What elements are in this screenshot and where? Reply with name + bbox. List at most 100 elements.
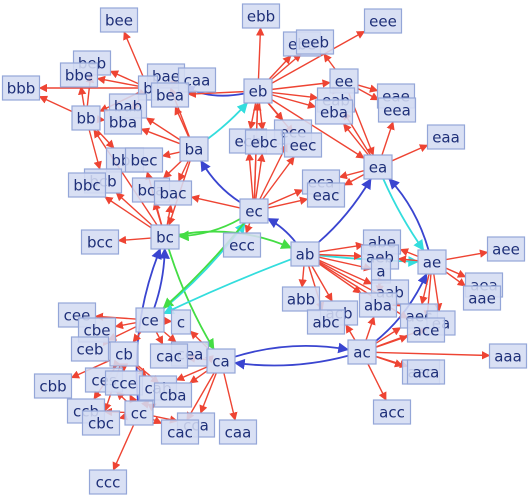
node-aae[interactable]: aae bbox=[462, 285, 502, 311]
node-ccc[interactable]: ccc bbox=[88, 469, 128, 495]
node-aca[interactable]: aca bbox=[406, 359, 446, 385]
edge-ab-to-abb bbox=[298, 265, 307, 288]
node-box bbox=[377, 97, 417, 123]
node-label: aae bbox=[468, 290, 496, 308]
node-bbb[interactable]: bbb bbox=[1, 75, 41, 101]
node-eba[interactable]: eba bbox=[314, 99, 354, 125]
edge-ce-to-cac bbox=[155, 331, 164, 345]
node-ec[interactable]: ec bbox=[239, 198, 269, 224]
node-eeb[interactable]: eeb bbox=[295, 29, 335, 55]
node-ace[interactable]: ace bbox=[406, 317, 446, 343]
node-cac[interactable]: cac bbox=[149, 343, 189, 369]
node-label: eea bbox=[383, 102, 411, 120]
node-bee[interactable]: bee bbox=[99, 7, 139, 33]
node-label: aee bbox=[492, 241, 520, 259]
node-cbc[interactable]: cbc bbox=[81, 410, 121, 436]
node-aee[interactable]: aee bbox=[486, 236, 526, 262]
node-label: cbc bbox=[88, 415, 114, 433]
edge-ae-to-aea bbox=[445, 267, 467, 278]
node-box bbox=[170, 309, 192, 335]
node-label: ecc bbox=[229, 237, 255, 255]
edge-bc-to-bbce bbox=[104, 196, 152, 229]
node-label: ee bbox=[335, 73, 353, 91]
edge-b-to-beb bbox=[109, 70, 139, 85]
node-box bbox=[103, 109, 143, 135]
node-ecc[interactable]: ecc bbox=[222, 232, 262, 258]
node-ca[interactable]: ca bbox=[206, 348, 236, 374]
node-eb[interactable]: eb bbox=[243, 78, 273, 104]
node-bb[interactable]: bb bbox=[71, 105, 101, 131]
node-abc[interactable]: abc bbox=[306, 309, 346, 335]
node-box bbox=[486, 236, 526, 262]
node-cb[interactable]: cb bbox=[109, 341, 139, 367]
edge-eb-to-ee bbox=[271, 79, 331, 91]
node-box bbox=[363, 154, 393, 180]
edge-ec-to-eca bbox=[267, 189, 304, 206]
edge-eb-to-ea bbox=[271, 99, 365, 159]
node-ba[interactable]: ba bbox=[179, 136, 209, 162]
node-bbe[interactable]: bbe bbox=[59, 62, 99, 88]
node-box bbox=[222, 232, 262, 258]
node-ebc[interactable]: ebc bbox=[244, 129, 284, 155]
node-ce[interactable]: ce bbox=[135, 307, 165, 333]
edge-ac-to-acb bbox=[345, 324, 356, 341]
node-ab[interactable]: ab bbox=[290, 241, 320, 267]
edge-ac-to-aba bbox=[365, 316, 376, 341]
node-cba[interactable]: cba bbox=[153, 382, 193, 408]
node-bea[interactable]: bea bbox=[150, 82, 190, 108]
node-eee[interactable]: eee bbox=[363, 8, 403, 34]
node-box bbox=[358, 292, 398, 318]
node-bc[interactable]: bc bbox=[150, 224, 180, 250]
node-bba[interactable]: bba bbox=[103, 109, 143, 135]
edge-ce-to-cb bbox=[132, 331, 142, 343]
edge-ba-to-bca bbox=[162, 160, 182, 179]
node-label: b bbox=[143, 80, 153, 98]
node-eac[interactable]: eac bbox=[306, 182, 346, 208]
node-ebb[interactable]: ebb bbox=[241, 3, 281, 29]
node-label: bea bbox=[156, 87, 184, 105]
node-box bbox=[124, 400, 154, 426]
node-cac2[interactable]: cac bbox=[160, 419, 200, 445]
node-box bbox=[488, 343, 528, 369]
node-label: cbb bbox=[39, 378, 66, 396]
edge-ae-to-aec bbox=[419, 273, 430, 305]
node-bac[interactable]: bac bbox=[153, 180, 193, 206]
node-cbb[interactable]: cbb bbox=[33, 373, 73, 399]
node-a[interactable]: a bbox=[370, 258, 392, 284]
node-ea[interactable]: ea bbox=[363, 154, 393, 180]
node-aaa[interactable]: aaa bbox=[488, 343, 528, 369]
node-acc[interactable]: acc bbox=[372, 399, 412, 425]
node-box bbox=[99, 7, 139, 33]
node-label: ccc bbox=[96, 474, 121, 492]
edge-ac-to-aec bbox=[375, 327, 402, 344]
edge-bb-to-bbb bbox=[38, 95, 73, 113]
edge-cc-to-cac2 bbox=[152, 416, 163, 425]
edge-ca-to-cca bbox=[199, 372, 217, 414]
node-box bbox=[218, 419, 258, 445]
edge-bc-to-bac bbox=[165, 204, 174, 226]
node-cce[interactable]: cce bbox=[104, 370, 144, 396]
node-box bbox=[179, 136, 209, 162]
node-bec[interactable]: bec bbox=[124, 147, 164, 173]
edge-ab-to-ace bbox=[318, 262, 409, 319]
node-box bbox=[283, 132, 323, 158]
node-bbce[interactable]: bbc bbox=[67, 172, 107, 198]
edge-ea-to-eea bbox=[381, 121, 395, 156]
edge-ae-to-ea bbox=[388, 178, 430, 251]
node-ae[interactable]: ae bbox=[417, 249, 447, 275]
edge-ea-to-eac bbox=[343, 173, 365, 186]
node-label: ec bbox=[245, 203, 262, 221]
node-bcc[interactable]: bcc bbox=[80, 229, 120, 255]
node-eea[interactable]: eea bbox=[377, 97, 417, 123]
node-aba[interactable]: aba bbox=[358, 292, 398, 318]
node-eaa[interactable]: eaa bbox=[426, 124, 466, 150]
node-c[interactable]: c bbox=[170, 309, 192, 335]
node-ceb[interactable]: ceb bbox=[70, 336, 110, 362]
node-ac[interactable]: ac bbox=[347, 339, 377, 365]
node-box bbox=[88, 469, 128, 495]
node-abb[interactable]: abb bbox=[281, 286, 321, 312]
node-cc[interactable]: cc bbox=[124, 400, 154, 426]
node-caa2[interactable]: caa bbox=[218, 419, 258, 445]
node-label: bbb bbox=[7, 80, 36, 98]
node-eec[interactable]: eec bbox=[283, 132, 323, 158]
